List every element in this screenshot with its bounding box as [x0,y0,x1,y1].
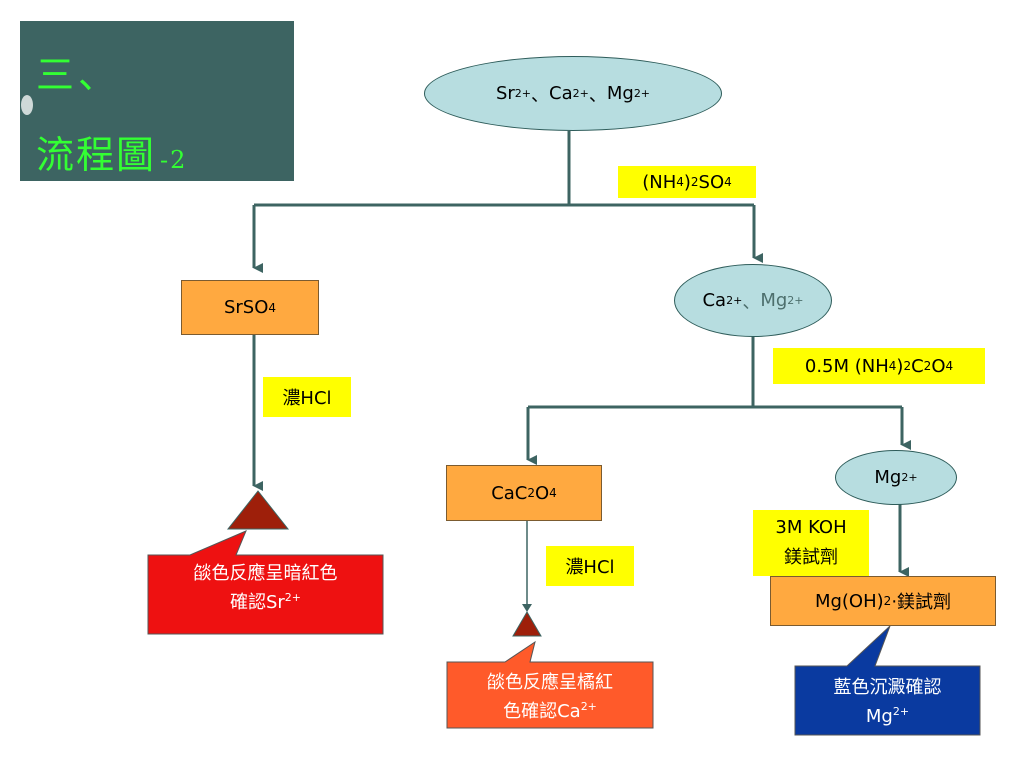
charge: 2+ [633,87,651,100]
text: 色確認Ca [503,701,581,722]
text: C [911,355,924,377]
charge: 2+ [892,705,910,718]
subscript: 4 [268,300,277,315]
subscript: 4 [676,175,684,189]
ca-precipitate-icon [512,611,542,637]
sr-result-callout: 燄色反應呈暗紅色 確認Sr2+ [148,562,383,615]
text: (NH [642,171,677,193]
reagent-koh: 3M KOH 鎂試劑 [753,510,869,576]
ca-callout-shape [446,640,654,729]
separator: 、 [531,84,550,106]
subscript: 2 [903,359,912,373]
sr-callout-shape [147,530,384,635]
ca-result-line1: 燄色反應呈橘紅 [487,672,613,693]
charge: 2+ [514,87,532,100]
mg-result-callout: 藍色沉澱確認 Mg2+ [795,676,980,729]
ion-mg: Mg [874,467,902,488]
subscript: 2 [527,486,535,500]
subscript: 4 [888,359,897,373]
text: ) [896,355,904,377]
sr-result-line2: 確認Sr2+ [148,586,383,615]
subscript: 2 [923,359,932,373]
text: SO [698,171,725,193]
charge: 2+ [580,700,597,713]
text: ‧鎂試劑 [891,592,952,613]
node-mgoh2: Mg(OH)2‧鎂試劑 [770,576,996,626]
sr-result-line1: 燄色反應呈暗紅色 [193,563,338,584]
charge: 2+ [787,294,804,307]
text: 確認Sr [229,592,285,613]
charge: 2+ [726,294,743,307]
connector-cac2o4-arrowhead [522,604,532,612]
subscript: 4 [724,175,732,189]
title-line2: 流程圖-2 [36,124,187,179]
text: CaC [491,482,528,504]
sr-precipitate-icon [226,490,290,530]
title-bullet-icon [21,95,33,115]
subscript: 2 [690,175,699,189]
text: Mg [865,706,893,727]
subscript: 4 [549,486,557,500]
text: O [931,355,946,377]
separator: 、 [742,291,761,313]
subscript: 4 [945,359,954,373]
mg-result-line2: Mg2+ [795,700,980,729]
mg-result-line1: 藍色沉澱確認 [833,677,942,698]
title-suffix: -2 [160,146,188,174]
title-line1: 三、 [36,53,121,97]
title-main: 流程圖 [36,133,157,177]
charge: 2+ [284,591,302,604]
separator: 、 [588,84,607,106]
charge: 2+ [572,87,589,100]
text: O [535,482,550,504]
ion-mg: Mg [606,83,634,104]
ca-result-line2: 色確認Ca2+ [447,695,653,724]
text: ) [683,171,691,193]
text: Mg(OH) [814,590,884,612]
mg-callout-shape [794,625,981,736]
ion-sr: Sr [495,83,515,104]
subscript: 2 [883,594,892,608]
ca-result-callout: 燄色反應呈橘紅 色確認Ca2+ [447,671,653,724]
charge: 2+ [901,471,918,484]
ion-ca: Ca [702,290,727,311]
reagent-koh-line1: 3M KOH [775,517,847,538]
reagent-hcl-left: 濃HCl [263,377,351,417]
reagent-koh-line2: 鎂試劑 [784,547,838,568]
ion-mg: Mg [760,290,788,311]
ion-ca: Ca [549,83,573,104]
reagent-hcl-mid: 濃HCl [546,546,634,586]
text: 0.5M (NH [804,355,889,377]
title-panel [20,21,294,181]
text: SrSO [223,297,269,318]
